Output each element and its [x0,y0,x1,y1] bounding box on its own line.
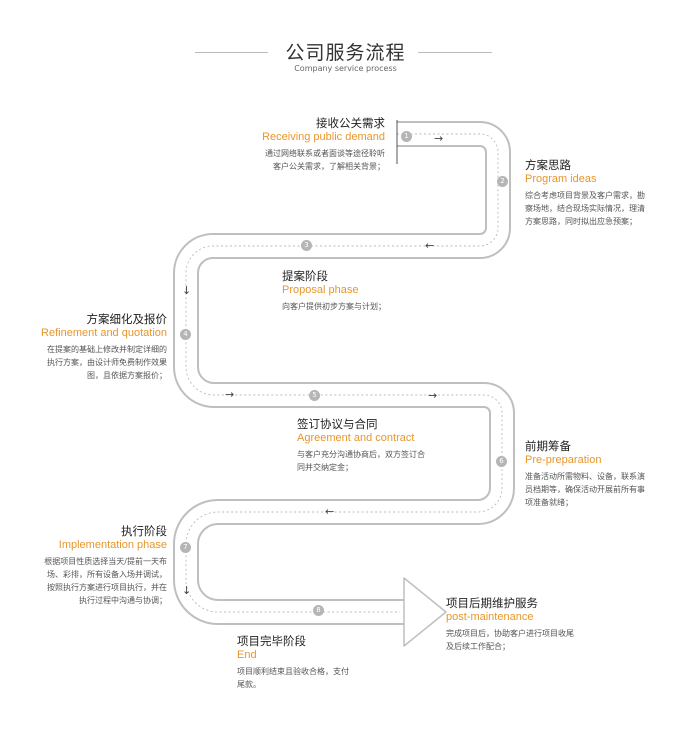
step-title-en: End [237,649,257,661]
step-description: 通过网络联系或者面谈等途径聆听 客户公关需求，了解相关背景； [265,149,385,171]
step-5-block: 签订协议与合同 Agreement and contract 与客户充分沟通协商… [297,417,467,474]
step-title-en: Program ideas [525,173,597,185]
step-title-cn: 项目完毕阶段 [237,634,306,648]
step-description: 与客户充分沟通协商后，双方签订合 同并交纳定金； [297,450,425,472]
step-6-badge: 6 [496,456,507,467]
end-arrowhead [403,577,447,647]
step-description: 根据项目性质选择当天/提前一天布 场、彩排，所有设备入场并调试， 按照执行方案进… [44,557,167,605]
arrow-right-icon: → [428,389,438,402]
step-description: 准备活动所需物料、设备，联系演 员档期等，确保活动开展前所有事 项准备就绪； [525,472,645,507]
arrow-right-icon: → [225,388,235,401]
step-4-block: 方案细化及报价 Refinement and quotation 在提案的基础上… [4,312,167,382]
step-description: 项目顺利结束且验收合格，支付 尾款。 [237,667,349,689]
title-rule-right [418,52,492,53]
step-8-block: 项目完毕阶段 End 项目顺利结束且验收合格，支付 尾款。 [237,634,397,691]
step-2-badge: 2 [497,176,508,187]
step-description: 完成项目后，协助客户进行项目收尾 及后续工作配合； [446,629,574,651]
step-post-maintenance-block: 项目后期维护服务 post-maintenance 完成项目后，协助客户进行项目… [446,596,611,653]
step-title-cn: 签订协议与合同 [297,417,378,431]
step-7-badge: 7 [180,542,191,553]
title-rule-left [195,52,268,53]
step-title-en: Receiving public demand [262,131,385,143]
step-title-en: Refinement and quotation [41,327,167,339]
step-title-en: Implementation phase [58,539,167,551]
step-7-block: 执行阶段 Implementation phase 根据项目性质选择当天/提前一… [8,524,167,607]
arrow-left-icon: ← [425,239,435,252]
step-title-cn: 前期筹备 [525,439,571,453]
arrow-down-icon: ↓ [182,584,192,597]
step-3-badge: 3 [301,240,312,251]
step-title-en: post-maintenance [446,611,534,623]
step-description: 综合考虑项目背景及客户需求，勘 察场地，结合现场实际情况，理清 方案思路，同时拟… [525,191,645,226]
road-band [173,121,515,625]
step-title-cn: 执行阶段 [121,524,167,538]
step-4-badge: 4 [180,329,191,340]
step-title-cn: 方案思路 [525,158,571,172]
arrow-down-icon: ↓ [182,284,192,297]
step-title-cn: 接收公关需求 [316,116,385,130]
step-8-badge: 8 [313,605,324,616]
road-dashes [185,133,503,613]
step-5-badge: 5 [309,390,320,401]
page-subtitle: Company service process [294,64,397,73]
step-3-block: 提案阶段 Proposal phase 向客户提供初步方案与计划； [282,269,442,313]
step-description: 向客户提供初步方案与计划； [282,302,386,311]
step-title-en: Proposal phase [282,284,359,296]
step-2-block: 方案思路 Program ideas 综合考虑项目背景及客户需求，勘 察场地，结… [525,158,675,228]
step-1-block: 接收公关需求 Receiving public demand 通过网络联系或者面… [215,116,385,173]
step-title-en: Agreement and contract [297,432,415,444]
step-6-block: 前期筹备 Pre-preparation 准备活动所需物料、设备，联系演 员档期… [525,439,675,509]
road-fill [175,123,513,623]
step-description: 在提案的基础上修改并制定详细的 执行方案，由设计师免费制作效果 图，且依据方案报… [47,345,167,380]
step-title-cn: 提案阶段 [282,269,328,283]
page-title: 公司服务流程 [285,42,406,64]
step-1-badge: 1 [401,131,412,142]
step-title-cn: 方案细化及报价 [86,312,168,326]
arrow-left-icon: ← [325,505,335,518]
step-title-en: Pre-preparation [525,454,602,466]
arrow-right-icon: → [434,132,444,145]
step-title-cn: 项目后期维护服务 [446,596,538,610]
